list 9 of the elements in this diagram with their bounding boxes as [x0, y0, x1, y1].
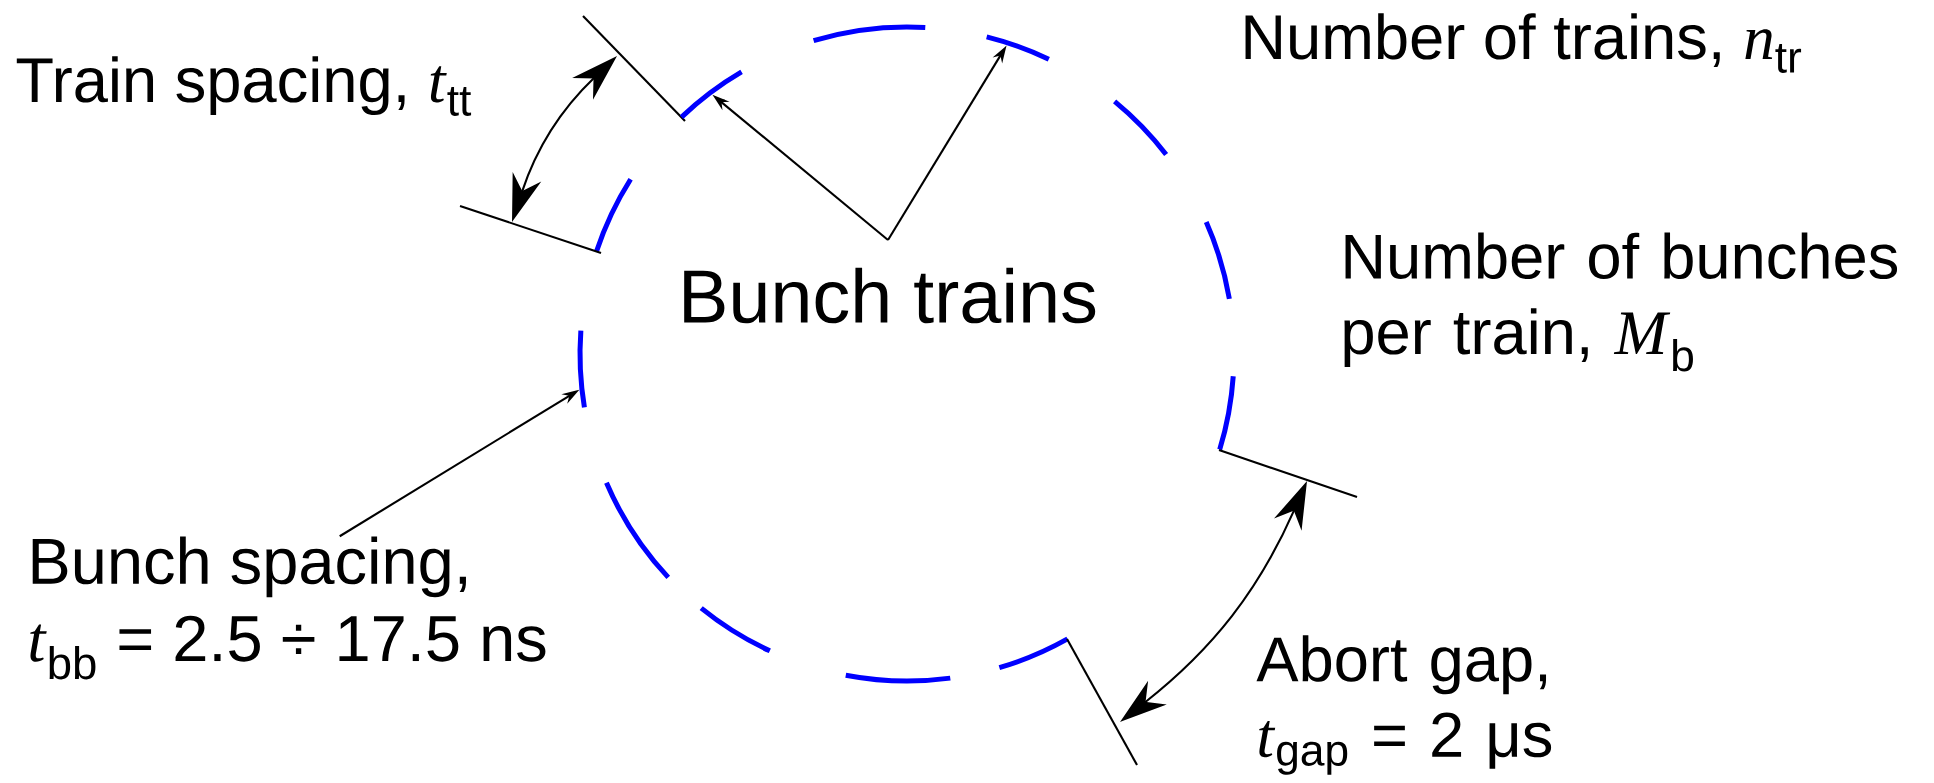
- label-text: Train spacing, t$_{tt}$: [16, 56, 472, 116]
- label-text: Number of trains, n$_{tr}$: [1245, 13, 1802, 73]
- bunch-train-arc: [679, 69, 743, 119]
- heading-text: Bunch trains: [684, 267, 1096, 324]
- label-text: Number of bunches per train, M$_{b}$: [1344, 232, 1898, 372]
- bunch-train-arc: [577, 330, 587, 408]
- bunch-train-arc: [986, 34, 1050, 62]
- label-text: Abort gap, t$_{gap}$ = 2 μs: [1256, 635, 1552, 775]
- annotation-text: Bunch spacing, t$_{bb}$ = 2.5 ÷ 17.5 ns: [30, 536, 546, 680]
